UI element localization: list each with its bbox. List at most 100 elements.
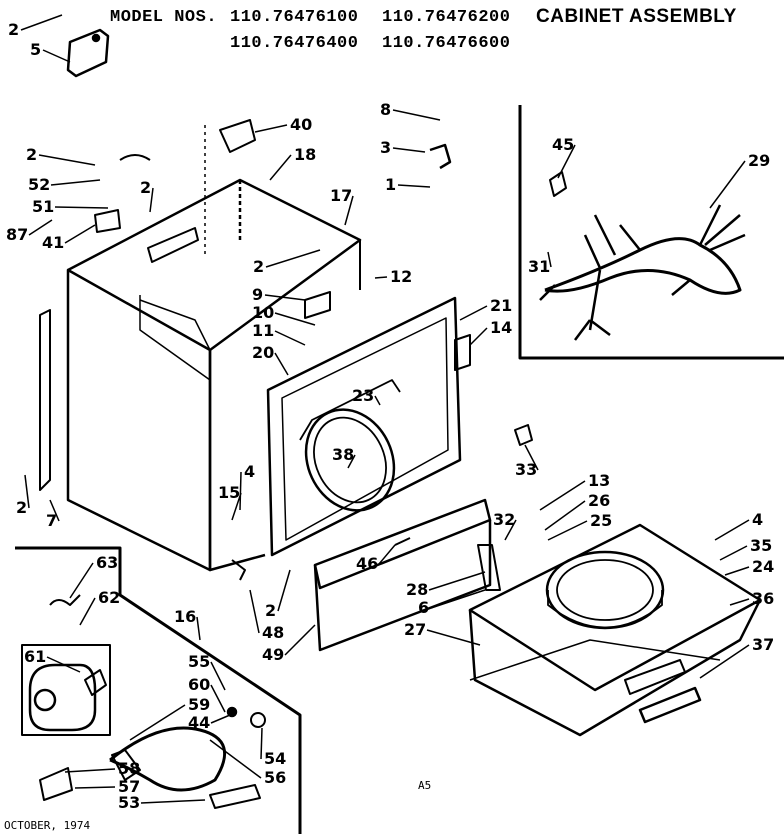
callout-number: 45 bbox=[552, 135, 574, 154]
callout-number: 31 bbox=[528, 257, 550, 276]
leader-line bbox=[50, 179, 101, 186]
leader-line bbox=[49, 499, 60, 522]
callout-number: 8 bbox=[380, 100, 391, 119]
leader-line bbox=[196, 616, 201, 641]
leader-line bbox=[699, 644, 750, 679]
callout-number: 27 bbox=[404, 620, 426, 639]
leader-line bbox=[46, 656, 81, 673]
leader-line bbox=[129, 704, 186, 741]
kick-panel bbox=[313, 498, 492, 590]
callout-number: 1 bbox=[385, 175, 396, 194]
callout-number: 20 bbox=[252, 343, 274, 362]
leader-line bbox=[64, 224, 96, 244]
callout-number: 18 bbox=[294, 145, 316, 164]
leader-line bbox=[38, 154, 96, 166]
model-number: 110.76476600 bbox=[382, 34, 511, 53]
callout-number: 14 bbox=[490, 318, 512, 337]
callout-number: 41 bbox=[42, 233, 64, 252]
leader-line bbox=[374, 276, 388, 279]
leader-line bbox=[79, 597, 96, 626]
callout-number: 35 bbox=[750, 536, 772, 555]
callout-number: 37 bbox=[752, 635, 774, 654]
callout-number: 25 bbox=[590, 511, 612, 530]
leader-line bbox=[504, 519, 517, 541]
leader-line bbox=[344, 195, 354, 226]
leader-line bbox=[210, 684, 226, 713]
model-number: 110.76476200 bbox=[382, 8, 511, 27]
kick-panel-front bbox=[313, 520, 492, 652]
callout-number: 24 bbox=[752, 557, 774, 576]
callout-number: 40 bbox=[290, 115, 312, 134]
motor bbox=[28, 663, 97, 732]
inset-frame bbox=[15, 546, 302, 834]
callout-number: 36 bbox=[752, 589, 774, 608]
leader-line bbox=[374, 395, 381, 406]
leader-line bbox=[378, 544, 396, 565]
drive-belt bbox=[109, 726, 226, 792]
leader-line bbox=[149, 187, 154, 213]
diagram-title: CABINET ASSEMBLY bbox=[536, 6, 737, 27]
leader-line bbox=[347, 454, 356, 469]
callout-number: 46 bbox=[356, 554, 378, 573]
callout-number: 51 bbox=[32, 197, 54, 216]
callout-number: 28 bbox=[406, 580, 428, 599]
callout-number: 17 bbox=[330, 186, 352, 205]
callout-number: 5 bbox=[30, 40, 41, 59]
callout-number: 60 bbox=[188, 675, 210, 694]
leader-line bbox=[264, 294, 306, 301]
callout-number: 23 bbox=[352, 386, 374, 405]
leader-line bbox=[269, 154, 292, 181]
callout-number: 59 bbox=[188, 695, 210, 714]
callout-number: 4 bbox=[752, 510, 763, 529]
cabinet-side-panel bbox=[66, 268, 212, 572]
front-panel bbox=[266, 296, 462, 557]
leader-line bbox=[729, 598, 750, 606]
callout-number: 2 bbox=[8, 20, 19, 39]
vent-slot bbox=[147, 227, 199, 263]
leader-line bbox=[397, 184, 431, 188]
callout-number: 52 bbox=[28, 175, 50, 194]
leader-line bbox=[724, 566, 750, 576]
callout-number: 54 bbox=[264, 749, 286, 768]
leader-line bbox=[459, 305, 488, 321]
leader-line bbox=[24, 474, 30, 509]
leader-line bbox=[277, 569, 291, 612]
leader-line bbox=[284, 624, 316, 656]
leader-line bbox=[524, 444, 539, 471]
leader-line bbox=[547, 520, 588, 541]
leader-line bbox=[28, 219, 53, 236]
callout-number: 6 bbox=[418, 598, 429, 617]
leader-line bbox=[74, 786, 116, 789]
leader-line bbox=[428, 571, 486, 591]
callout-number: 49 bbox=[262, 645, 284, 664]
callout-number: 26 bbox=[588, 491, 610, 510]
leader-line bbox=[265, 249, 321, 268]
model-number: 110.76476100 bbox=[230, 8, 359, 27]
callout-number: 11 bbox=[252, 321, 274, 340]
callout-number: 3 bbox=[380, 138, 391, 157]
leader-line bbox=[249, 589, 260, 634]
callout-number: 2 bbox=[140, 178, 151, 197]
leader-line bbox=[69, 562, 94, 599]
leader-line bbox=[719, 545, 748, 561]
model-number: 110.76476400 bbox=[230, 34, 359, 53]
leader-line bbox=[42, 49, 71, 63]
callout-number: 38 bbox=[332, 445, 354, 464]
callout-number: 62 bbox=[98, 588, 120, 607]
base-lower bbox=[468, 599, 762, 737]
callout-number: 58 bbox=[118, 759, 140, 778]
callout-number: 2 bbox=[253, 257, 264, 276]
callout-number: 33 bbox=[515, 460, 537, 479]
leader-line bbox=[239, 471, 242, 511]
leader-line bbox=[547, 251, 552, 268]
callout-number: 55 bbox=[188, 652, 210, 671]
leader-line bbox=[709, 160, 746, 209]
leader-line bbox=[210, 714, 231, 724]
callout-number: 9 bbox=[252, 285, 263, 304]
callout-number: 63 bbox=[96, 553, 118, 572]
leader-line bbox=[260, 727, 263, 760]
callout-number: 7 bbox=[46, 511, 57, 530]
leader-line bbox=[64, 768, 116, 773]
